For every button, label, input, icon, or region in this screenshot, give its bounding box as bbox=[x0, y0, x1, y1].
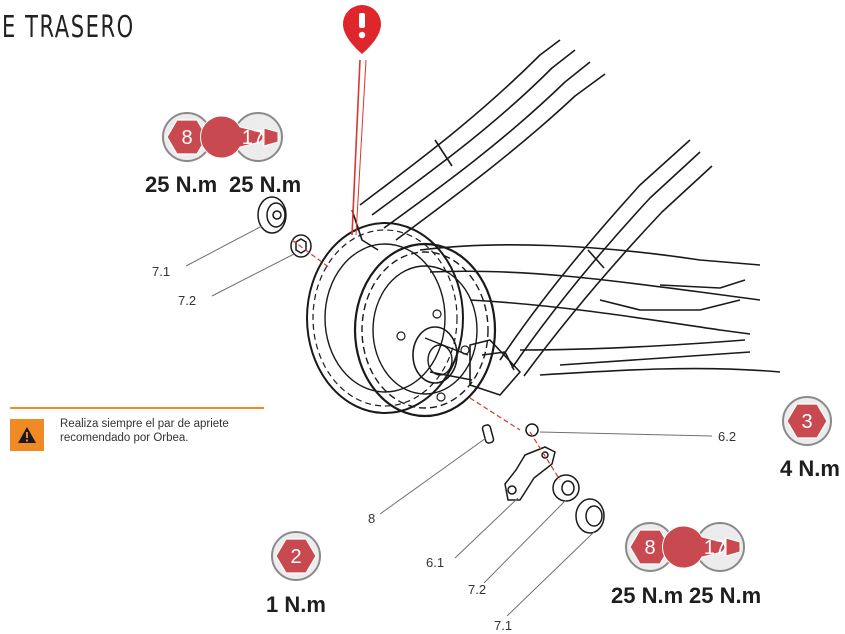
part-label-7-1-bottom: 7.1 bbox=[494, 618, 512, 633]
warning-text: Realiza siempre el par de apriete recome… bbox=[60, 418, 229, 444]
svg-text:8: 8 bbox=[181, 127, 192, 149]
part-label-6-1: 6.1 bbox=[426, 555, 444, 570]
svg-text:3: 3 bbox=[801, 411, 812, 433]
brake-rotor-drawing bbox=[306, 222, 497, 418]
axle-parts-drawing bbox=[257, 196, 605, 534]
warning-icon bbox=[10, 419, 44, 451]
hex-key-icon-right: 3 bbox=[782, 396, 832, 446]
alert-icon bbox=[343, 5, 381, 54]
hex-key-icon-top: 8 bbox=[162, 112, 212, 162]
part-leader-lines bbox=[185, 225, 713, 617]
part-label-6-2: 6.2 bbox=[718, 429, 736, 444]
torque-right-hex: 4 N.m bbox=[780, 456, 840, 481]
part-label-7-2-top: 7.2 bbox=[178, 293, 196, 308]
svg-text:8: 8 bbox=[644, 537, 655, 559]
section-title: E TRASERO bbox=[2, 10, 135, 45]
axle-leader-lines bbox=[291, 59, 561, 481]
svg-text:17: 17 bbox=[704, 537, 726, 559]
torque-bottom-left-hex: 1 N.m bbox=[266, 592, 326, 617]
hex-key-icon-bottom-left: 2 bbox=[271, 531, 321, 581]
torque-bottom-wrench: 25 N.m bbox=[689, 583, 761, 608]
wrench-icon-top: 17 bbox=[200, 112, 283, 162]
warning-note: Realiza siempre el par de apriete recome… bbox=[10, 407, 264, 451]
hex-key-icon-bottom: 8 bbox=[625, 522, 675, 572]
bike-frame-drawing bbox=[351, 39, 781, 396]
svg-text:2: 2 bbox=[290, 546, 301, 568]
svg-text:17: 17 bbox=[242, 127, 264, 149]
torque-top-wrench: 25 N.m bbox=[229, 172, 301, 197]
part-label-7-1-top: 7.1 bbox=[152, 264, 170, 279]
wrench-icon-bottom: 17 bbox=[662, 522, 745, 572]
torque-top-hex: 25 N.m bbox=[145, 172, 217, 197]
torque-bottom-hex: 25 N.m bbox=[611, 583, 683, 608]
part-label-8: 8 bbox=[368, 511, 375, 526]
part-label-7-2-bottom: 7.2 bbox=[468, 582, 486, 597]
